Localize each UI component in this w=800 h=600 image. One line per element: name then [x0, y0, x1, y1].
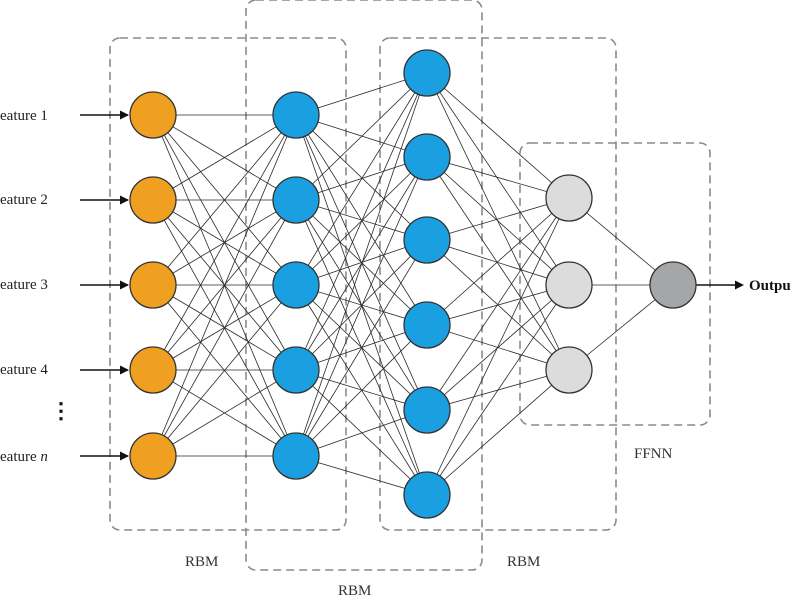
- feature-label-3: eature 3: [0, 277, 48, 293]
- hidden2-node-3: [403, 216, 451, 264]
- feature-label-n: eature n: [0, 449, 48, 465]
- ffnn-label: FFNN: [634, 446, 673, 462]
- rbm-label-1: RBM: [185, 554, 218, 570]
- ffnn-box: [519, 142, 711, 426]
- connection-edge: [426, 156, 570, 199]
- feature-label-1: eature 1: [0, 108, 48, 124]
- connection-edge: [152, 284, 297, 457]
- rbm-box-3: [379, 37, 617, 531]
- connection-edge: [426, 72, 570, 199]
- input-node-1: [129, 91, 177, 139]
- hidden1-node-2: [272, 176, 320, 224]
- hidden2-node-2: [403, 133, 451, 181]
- input-arrows: [80, 110, 744, 461]
- hidden2-node-6: [403, 471, 451, 519]
- connection-edge: [426, 369, 570, 496]
- hidden1-node-1: [272, 91, 320, 139]
- connection-edge: [152, 369, 297, 457]
- hidden3-node-1: [545, 174, 593, 222]
- connection-edge: [295, 239, 428, 371]
- input-arrowhead: [120, 451, 129, 461]
- connection-edge: [295, 369, 428, 496]
- rbm-label-3: RBM: [507, 554, 540, 570]
- hidden2-node-5: [403, 386, 451, 434]
- connection-edge: [295, 72, 428, 371]
- output-label: Outpu: [749, 278, 791, 294]
- input-arrowhead: [120, 365, 129, 375]
- connection-edge: [152, 114, 297, 457]
- connection-edge: [295, 324, 428, 457]
- rbm-label-2: RBM: [338, 583, 371, 599]
- connection-edge: [152, 199, 297, 457]
- connection-edge: [295, 114, 428, 241]
- input-arrowhead: [120, 195, 129, 205]
- connection-edge: [426, 284, 570, 496]
- hidden2-node-1: [403, 49, 451, 97]
- hidden3-node-2: [545, 261, 593, 309]
- hidden1-node-5: [272, 432, 320, 480]
- input-node-2: [129, 176, 177, 224]
- hidden3-node-3: [545, 346, 593, 394]
- output-arrowhead: [735, 280, 744, 290]
- ellipsis-dots: ⋮: [50, 398, 72, 423]
- input-arrowhead: [120, 110, 129, 120]
- connection-edge: [426, 197, 570, 326]
- connection-edge: [426, 156, 570, 286]
- connection-edge: [295, 72, 428, 457]
- input-node-5: [129, 432, 177, 480]
- connection-edge: [152, 114, 297, 286]
- feature-label-4: eature 4: [0, 362, 48, 378]
- connection-edge: [426, 197, 570, 411]
- feature-label-n-suffix: n: [40, 449, 48, 465]
- connection-edge: [152, 114, 297, 371]
- rbm-box-1: [109, 37, 347, 531]
- connection-edge: [426, 197, 570, 241]
- hidden2-node-4: [403, 301, 451, 349]
- connection-edge: [426, 239, 570, 286]
- connection-edge: [295, 239, 428, 457]
- connection-edge: [426, 197, 570, 496]
- connection-edge: [426, 284, 570, 411]
- connection-edge: [295, 72, 428, 201]
- connection-edge: [426, 284, 570, 326]
- connection-edges: [152, 72, 674, 496]
- network-nodes: [129, 49, 697, 519]
- connection-edge: [295, 72, 428, 286]
- output-node-1: [649, 261, 697, 309]
- connection-edge: [152, 114, 297, 201]
- input-arrowhead: [120, 280, 129, 290]
- feature-label-2: eature 2: [0, 192, 48, 208]
- connection-edge: [426, 156, 570, 371]
- hidden1-node-3: [272, 261, 320, 309]
- connection-edge: [295, 156, 428, 457]
- connection-edge: [426, 72, 570, 286]
- hidden1-node-4: [272, 346, 320, 394]
- input-node-4: [129, 346, 177, 394]
- input-node-3: [129, 261, 177, 309]
